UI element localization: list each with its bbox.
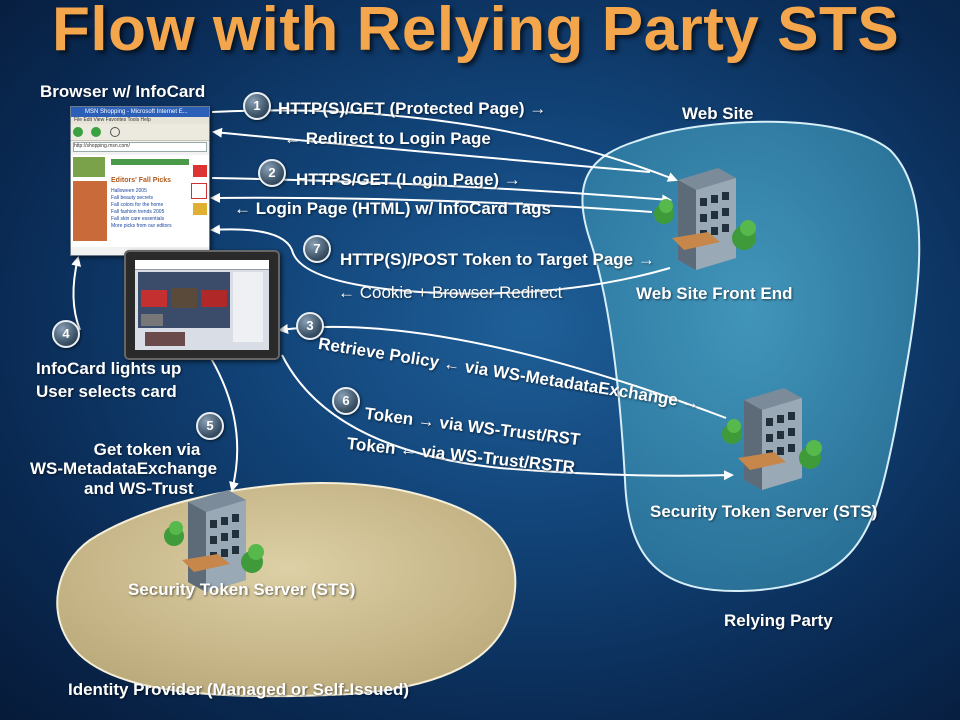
- step-4-line1: InfoCard lights up: [36, 359, 182, 378]
- search-icon: [109, 127, 120, 137]
- step-5-line2: WS-MetadataExchange: [30, 459, 218, 478]
- browser-menu: File Edit View Favorites Tools Help: [71, 117, 209, 124]
- slide-title: Flow with Relying Party STS: [52, 0, 900, 64]
- browser-link: More picks from our editors: [111, 223, 172, 229]
- browser-heading: Editors' Fall Picks: [111, 177, 172, 184]
- step-5-badge: 5: [196, 412, 224, 440]
- browser-window: MSN Shopping - Microsoft Internet E... F…: [70, 106, 210, 256]
- back-icon: [73, 127, 83, 137]
- rp-sts-building-icon: [722, 388, 822, 490]
- step-5-line3: and WS-Trust: [84, 479, 194, 498]
- step-6-badge: 6: [332, 387, 360, 415]
- arrow-step2-response: [210, 192, 653, 213]
- browser-link: Fall colors for the home: [111, 202, 164, 208]
- website-label: Web Site: [682, 104, 754, 123]
- website-region: [581, 120, 921, 592]
- arrow-step7: [210, 224, 671, 295]
- step-2-request-label: HTTPS/GET (Login Page) →: [296, 170, 521, 189]
- browser-address-bar: http://shopping.msn.com/: [73, 142, 207, 152]
- arrow-step4: [71, 256, 82, 331]
- step-1-request-label: HTTP(S)/GET (Protected Page) →: [278, 99, 547, 118]
- step-7-badge: 7: [303, 235, 331, 263]
- arrow-step5: [205, 349, 239, 492]
- browser-link: Fall skin care essentials: [111, 216, 165, 222]
- step-1-redirect-label: ← Redirect to Login Page: [284, 129, 491, 148]
- arrow-step6: [281, 354, 734, 481]
- browser-label: Browser w/ InfoCard: [40, 82, 206, 101]
- arrow-step1-request: [211, 109, 678, 182]
- relying-party-label: Relying Party: [724, 611, 833, 630]
- step-4-badge: 4: [52, 320, 80, 348]
- step-2-response-label: ← Login Page (HTML) w/ InfoCard Tags: [234, 199, 552, 218]
- browser-content: Editors' Fall Picks Halloween 2005 Fall …: [71, 155, 209, 247]
- website-frontend-building-icon: [654, 168, 756, 270]
- step-3-badge: 3: [296, 312, 324, 340]
- frontend-label: Web Site Front End: [636, 284, 793, 303]
- rp-sts-label: Security Token Server (STS): [650, 502, 878, 521]
- idp-sts-building-icon: [164, 490, 264, 592]
- browser-link: Fall beauty secrets: [111, 195, 153, 201]
- browser-titlebar: MSN Shopping - Microsoft Internet E...: [71, 107, 209, 117]
- step-2-badge: 2: [258, 159, 286, 187]
- identity-provider-label: Identity Provider (Managed or Self-Issue…: [68, 680, 410, 699]
- browser-link: Halloween 2005: [111, 188, 147, 194]
- idp-sts-label: Security Token Server (STS): [128, 580, 356, 599]
- infocard-selector: [135, 260, 269, 350]
- step-4-line2: User selects card: [36, 382, 177, 401]
- arrow-step3: [278, 324, 727, 419]
- step-7-redirect-label: ← Cookie + Browser Redirect: [338, 283, 563, 302]
- step-5-line1: Get token via: [93, 440, 201, 459]
- browser-toolbar: [71, 124, 209, 141]
- step-7-post-label: HTTP(S)/POST Token to Target Page →: [340, 250, 655, 269]
- forward-icon: [91, 127, 102, 137]
- infocard-tablet: [124, 250, 280, 360]
- browser-link: Fall fashion trends 2005: [111, 209, 165, 215]
- browser-link-list: Halloween 2005 Fall beauty secrets Fall …: [111, 188, 172, 230]
- step-1-badge: 1: [243, 92, 271, 120]
- arrow-step1-redirect: [212, 127, 651, 173]
